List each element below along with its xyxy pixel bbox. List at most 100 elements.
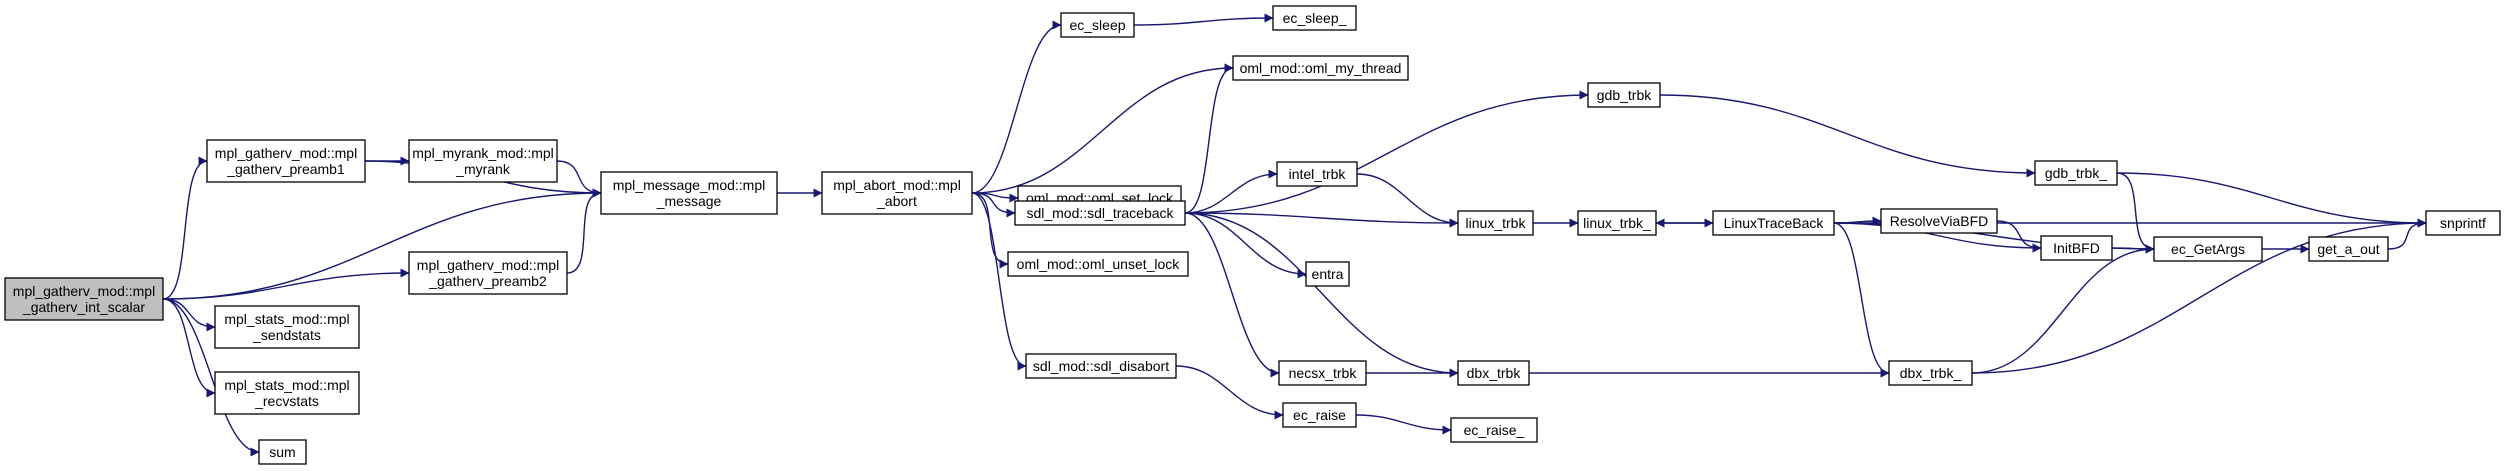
edge-arrow [1833,222,1890,378]
node-get_a_out[interactable]: get_a_out [2308,236,2389,262]
node-label: mpl_gatherv_mod::mpl [417,257,559,273]
edge-arrow [1356,173,1459,228]
edge-sdl_disabort-to-ec_raise [1175,365,1284,420]
edge-arrow [971,192,1016,218]
node-necsx_trbk[interactable]: necsx_trbk [1278,360,1367,386]
node-gdb_trbk_[interactable]: gdb_trbk_ [2034,160,2118,186]
node-linux_trbk_[interactable]: linux_trbk_ [1577,210,1657,236]
node-label: mpl_stats_mod::mpl [224,311,349,327]
node-abort[interactable]: mpl_abort_mod::mpl_abort [821,171,973,215]
node-InitBFD[interactable]: InitBFD [2040,235,2113,261]
node-box [1457,210,1534,236]
node-box [1457,360,1530,386]
edge-arrow [2116,172,2155,254]
edge-arrow [556,160,602,198]
node-box [2425,210,2501,236]
node-box [214,305,360,349]
node-box [1014,200,1186,226]
node-snprintf[interactable]: snprintf [2425,210,2501,236]
edge-arrow [162,298,216,332]
node-box [1880,208,1998,234]
node-preamb1[interactable]: mpl_gatherv_mod::mpl_gatherv_preamb1 [206,139,366,183]
node-box [2153,236,2263,262]
edge-arrow [1184,212,1459,228]
edge-root-to-recvstats [162,298,216,398]
node-recvstats[interactable]: mpl_stats_mod::mpl_recvstats [214,371,360,415]
node-label: linux_trbk_ [1583,215,1651,231]
node-box [1712,210,1835,236]
edge-get_a_out-to-snprintf [2387,218,2427,250]
node-sum[interactable]: sum [258,439,307,465]
edge-arrow [971,63,1234,194]
node-sdl_traceback[interactable]: sdl_mod::sdl_traceback [1014,200,1186,226]
node-box [1278,360,1367,386]
node-label: sdl_mod::sdl_traceback [1026,205,1174,221]
node-label: _sendstats [252,327,321,343]
node-box [206,139,366,183]
node-message[interactable]: mpl_message_mod::mpl_message [600,171,778,215]
edge-arrow [162,298,216,398]
node-LinuxTraceBack[interactable]: LinuxTraceBack [1712,210,1835,236]
node-label: ec_sleep [1069,17,1125,33]
edge-arrow [1971,218,2427,374]
edge-arrow [566,188,602,274]
node-linux_trbk[interactable]: linux_trbk [1457,210,1534,236]
edge-abort-to-ec_sleep [971,20,1062,194]
node-oml_unset_lock[interactable]: oml_mod::oml_unset_lock [1007,251,1189,277]
edge-ec_sleep-to-ec_sleep_ [1133,13,1274,26]
node-dbx_trbk_[interactable]: dbx_trbk_ [1888,360,1973,386]
node-sendstats[interactable]: mpl_stats_mod::mpl_sendstats [214,305,360,349]
node-label: _abort [876,193,917,209]
edge-arrow [1996,220,2042,253]
edge-arrow [162,268,410,300]
edge-sdl_traceback-to-intel_trbk [1184,169,1278,214]
node-ec_sleep_[interactable]: ec_sleep_ [1272,5,1357,31]
node-ec_raise[interactable]: ec_raise [1282,402,1357,428]
node-label: mpl_gatherv_mod::mpl [13,283,155,299]
node-intel_trbk[interactable]: intel_trbk [1276,161,1358,187]
edge-myrank-to-message [556,160,602,198]
edge-preamb2-to-message [566,188,602,274]
node-box [1060,12,1135,38]
node-box [1305,261,1350,287]
node-entra[interactable]: entra [1305,261,1350,287]
node-ec_sleep[interactable]: ec_sleep [1060,12,1135,38]
node-ResolveViaBFD[interactable]: ResolveViaBFD [1880,208,1998,234]
node-label: mpl_stats_mod::mpl [224,377,349,393]
edge-abort-to-oml_my_thread [971,63,1234,194]
edge-LinuxTraceBack-to-dbx_trbk_ [1833,222,1890,378]
node-label: ec_GetArgs [2171,241,2245,257]
node-box [1450,417,1538,443]
node-label: mpl_abort_mod::mpl [833,177,961,193]
node-box [408,139,558,183]
node-myrank[interactable]: mpl_myrank_mod::mpl_myrank [408,139,558,183]
node-box [1276,161,1358,187]
node-label: gdb_trbk_ [2045,165,2107,181]
node-ec_GetArgs[interactable]: ec_GetArgs [2153,236,2263,262]
node-preamb2[interactable]: mpl_gatherv_mod::mpl_gatherv_preamb2 [408,251,568,295]
edge-arrow [1133,13,1274,26]
edge-sdl_traceback-to-linux_trbk [1184,212,1459,228]
edge-abort-to-sdl_traceback [971,192,1016,218]
node-dbx_trbk[interactable]: dbx_trbk [1457,360,1530,386]
node-gdb_trbk[interactable]: gdb_trbk [1587,82,1661,108]
edge-dbx_trbk_-to-snprintf [1971,218,2427,374]
edge-arrow [1175,365,1284,420]
node-oml_my_thread[interactable]: oml_mod::oml_my_thread [1232,55,1409,81]
edge-gdb_trbk-to-gdb_trbk_ [1659,94,2036,178]
edge-ec_raise-to-ec_raise_ [1355,414,1452,435]
edge-intel_trbk-to-linux_trbk [1356,173,1459,228]
node-box [2308,236,2389,262]
edge-arrow [971,192,1027,371]
node-label: intel_trbk [1289,166,1347,182]
node-root[interactable]: mpl_gatherv_mod::mpl_gatherv_int_scalar [4,277,164,321]
node-sdl_disabort[interactable]: sdl_mod::sdl_disabort [1025,353,1177,379]
edge-sdl_traceback-to-oml_my_thread [1184,63,1234,214]
node-box [1587,82,1661,108]
node-label: ec_sleep_ [1283,10,1347,26]
node-box [1007,251,1189,277]
node-box [821,171,973,215]
edge-sdl_traceback-to-gdb_trbk [1184,90,1589,214]
node-ec_raise_[interactable]: ec_raise_ [1450,417,1538,443]
